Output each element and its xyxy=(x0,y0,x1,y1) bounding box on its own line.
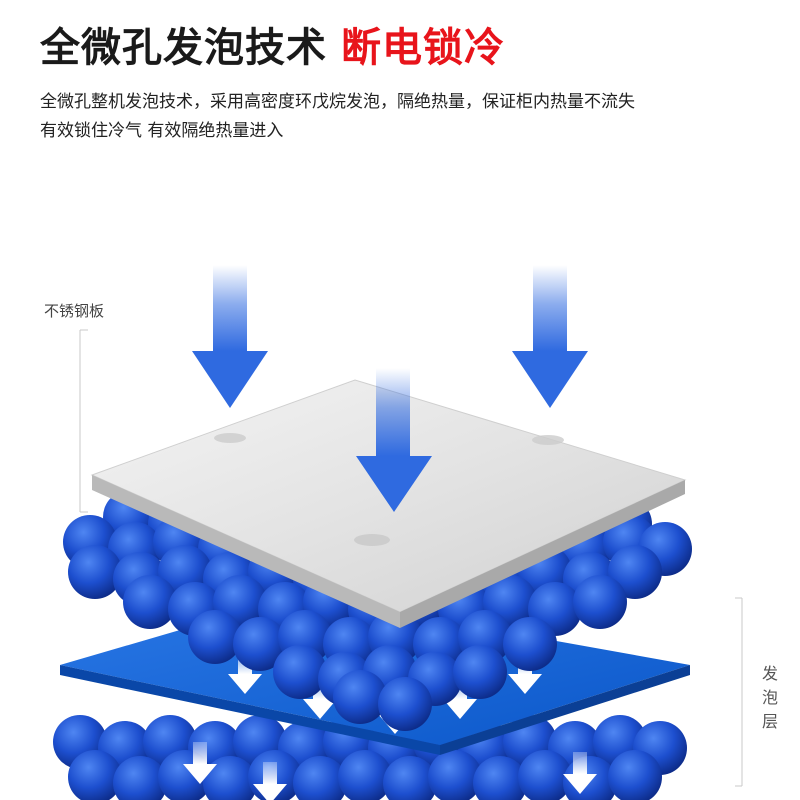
foam-ball xyxy=(188,610,242,664)
title-accent: 断电锁冷 xyxy=(341,25,505,71)
foam-ball xyxy=(123,575,177,629)
foam-ball xyxy=(473,756,527,800)
label-foam-layer: 发泡层 xyxy=(761,664,778,731)
foam-ball xyxy=(378,677,432,731)
foam-ball xyxy=(608,750,662,800)
down-arrow-icon-right xyxy=(512,265,588,408)
heat-arrow xyxy=(563,752,597,794)
description-line-2: 有效锁住冷气 有效隔绝热量进入 xyxy=(40,121,284,141)
callout-steel xyxy=(79,329,88,513)
callout-foam xyxy=(735,597,743,787)
title-main: 全微孔发泡技术 xyxy=(40,25,327,71)
foam-ball xyxy=(338,750,392,800)
description: 全微孔整机发泡技术，采用高密度环戊烷发泡，隔绝热量，保证柜内热量不流失 有效锁住… xyxy=(40,88,760,146)
foam-ball xyxy=(273,645,327,699)
heat-arrow xyxy=(183,742,217,784)
description-line-1: 全微孔整机发泡技术，采用高密度环戊烷发泡，隔绝热量，保证柜内热量不流失 xyxy=(40,92,635,112)
foam-ball xyxy=(68,750,122,800)
foam-ball xyxy=(203,756,257,800)
foam-ball xyxy=(293,756,347,800)
foam-ball xyxy=(518,750,572,800)
foam-ball xyxy=(333,670,387,724)
heat-arrow xyxy=(253,762,287,800)
page-title: 全微孔发泡技术断电锁冷 xyxy=(40,20,505,76)
foam-ball xyxy=(428,750,482,800)
foam-ball xyxy=(383,756,437,800)
label-steel-plate: 不锈钢板 xyxy=(44,302,105,320)
foam-ball xyxy=(503,617,557,671)
foam-ball xyxy=(113,756,167,800)
foam-ball xyxy=(608,545,662,599)
down-arrow-icon-center xyxy=(356,368,432,512)
foam-ball xyxy=(453,645,507,699)
foam-ball xyxy=(573,575,627,629)
foam-ball xyxy=(233,617,287,671)
foam-ball xyxy=(68,545,122,599)
down-arrow-icon-left xyxy=(192,265,268,408)
